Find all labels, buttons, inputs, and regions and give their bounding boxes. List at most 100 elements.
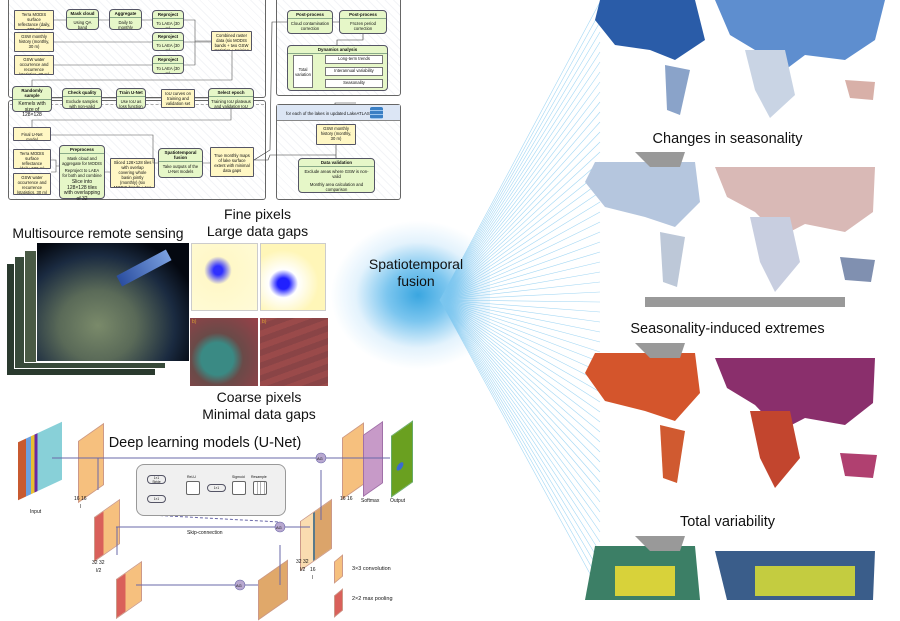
node-title: Check quality (63, 89, 101, 97)
fusion-line (439, 51, 601, 301)
node-body: Monthly area calculation and comparison (309, 182, 364, 192)
softmax-label: Softmax (361, 498, 380, 504)
node-body: Daily to monthly (118, 20, 133, 30)
fusion-line (439, 299, 601, 583)
skip-connection-label: Skip-connection (187, 530, 223, 536)
input-gsw-monthly: GSW monthly history (monthly, 30 m) (14, 32, 54, 52)
node-title: Aggregate (110, 10, 141, 18)
node-body: Mask cloud and aggregate for MODIS (62, 156, 102, 166)
fusion-line (439, 299, 601, 303)
dim-label: 16 16 (340, 496, 353, 502)
fusion-line (439, 299, 601, 543)
fusion-line (439, 141, 601, 301)
sigmoid-label: Sigmoid (232, 475, 245, 479)
dim-label: l/2 (96, 568, 102, 574)
node-body: Exclude samples with non-valid pixels fr… (66, 99, 98, 109)
node-body: To LAEA (30 m) (156, 66, 180, 74)
map-title-extremes: Seasonality-induced extremes (630, 321, 825, 337)
fusion-line (439, 299, 601, 483)
node-body: Cloud contamination correction (290, 21, 330, 31)
fusion-line (439, 299, 601, 353)
fusion-line (439, 299, 601, 363)
panel-label: b) (262, 319, 267, 325)
resample-grid-icon (253, 481, 267, 495)
attention-gates (234, 452, 327, 591)
node-body: Kernels with size of 128×128 (18, 101, 46, 119)
fusion-line (439, 41, 601, 301)
node-title: Select epoch (209, 89, 253, 97)
fusion-line (439, 131, 601, 301)
unet-title: Deep learning models (U-Net) (108, 435, 302, 451)
node-title: Dynamics analysis (288, 46, 387, 54)
ag-label: AG (236, 583, 242, 588)
node-title: Randomly sample (13, 87, 51, 100)
fusion-line (439, 11, 601, 301)
fusion-line (439, 299, 601, 423)
fusion-line (439, 261, 601, 301)
node-body: Use IoU as loss function (119, 99, 143, 109)
fusion-line (439, 299, 601, 593)
fusion-line (439, 299, 601, 463)
fusion-line (439, 299, 601, 323)
reproject-node-3: Reproject To LAEA (30 m) (152, 55, 184, 74)
map-seasonality (585, 152, 875, 307)
fusion-line (439, 81, 601, 301)
fusion-label-2: fusion (397, 273, 435, 289)
iou-curves-node: IoU curves on training and validation se… (161, 89, 195, 108)
node-title: Reproject (153, 56, 183, 64)
final-model-node: Final U-Net model (13, 127, 51, 141)
conv-box: 1×1 Conv (147, 495, 166, 503)
long-term-trends-box: Long-term trends (325, 55, 383, 64)
dim-label: 16 16 (74, 496, 87, 502)
lakeatlas-header: for each of the lakes in updated LakeATL… (277, 105, 400, 121)
dim-label: l/2 (300, 567, 306, 573)
node-title: Train U-Net (117, 89, 145, 97)
fusion-line (439, 299, 601, 503)
input-label: Input (30, 509, 42, 515)
fusion-line (439, 281, 601, 301)
node-title: Spatiotemporal fusion (159, 149, 202, 162)
fusion-line (439, 299, 601, 313)
sliced-tiles-node: Sliced 128×128 tiles with overlap coveri… (110, 158, 155, 188)
workflow-arrows (31, 19, 233, 173)
database-icon (370, 107, 383, 119)
fusion-line (439, 299, 601, 413)
fusion-line (439, 231, 601, 301)
node-body: Reproject to LAEA for both and combine (62, 168, 102, 178)
dim-label: l (312, 575, 314, 581)
node-body: Training IoU plateaus and validation IoU… (211, 99, 251, 109)
node-title: Post-process (340, 11, 386, 19)
node-title: Reproject (153, 11, 183, 19)
dynamics-analysis-node: Dynamics analysis Total variation Long-t… (287, 45, 388, 91)
node-title: Mask cloud (67, 10, 98, 18)
fusion-line (439, 101, 601, 301)
large-gaps-label: Large data gaps (206, 223, 309, 239)
fusion-line (439, 299, 601, 393)
input-modis: Terra MODIS surface reflectance (daily, … (14, 10, 54, 30)
fusion-label-1: Spatiotemporal (368, 256, 464, 272)
fusion-line (439, 201, 601, 301)
map-variability (585, 536, 875, 600)
fusion-line (439, 21, 601, 301)
fusion-line (439, 71, 601, 301)
fine-image-1 (191, 243, 258, 311)
fusion-line (439, 221, 601, 301)
fusion-line (439, 271, 601, 301)
relu-label: ReLU (187, 475, 196, 479)
input2-gsw: GSW water occurrence and recurrence (sta… (13, 173, 51, 195)
input2-modis: Terra MODIS surface reflectance (daily, … (13, 149, 51, 169)
fusion-line (439, 191, 601, 301)
ag-label: AG (317, 456, 323, 461)
coarse-pixels-label: Coarse pixels (216, 389, 302, 405)
